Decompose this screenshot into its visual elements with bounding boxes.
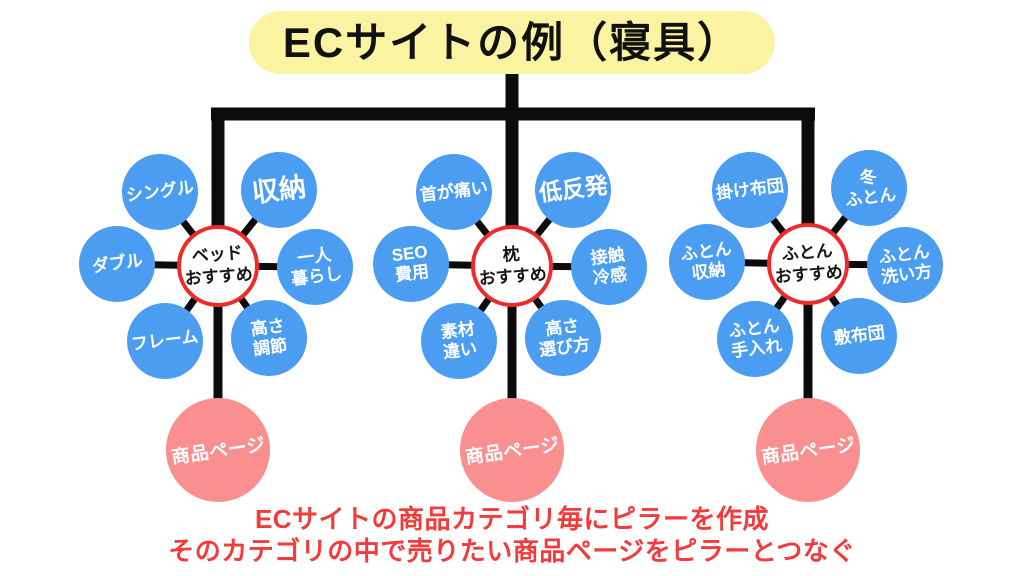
- product-page-node-bed: 商品ページ: [166, 398, 270, 502]
- topic-node-futon-r: ふとん洗い方: [867, 227, 943, 303]
- caption-line-2: そのカテゴリの中で売りたい商品ページをピラーとつなぐ: [168, 536, 856, 567]
- caption-line-1: ECサイトの商品カテゴリ毎にピラーを作成: [254, 504, 770, 534]
- caption: ECサイトの商品カテゴリ毎にピラーを作成 そのカテゴリの中で売りたい商品ページを…: [0, 503, 1024, 567]
- topic-node-bed-tl: シングル: [122, 154, 198, 230]
- topic-node-pillow-tr: 低反発: [535, 152, 611, 228]
- topic-node-bed-r: 一人暮らし: [277, 229, 353, 305]
- topic-node-bed-br: 高さ調節: [231, 300, 307, 376]
- topic-node-pillow-br: 高さ選び方: [525, 300, 601, 376]
- diagram-title: ECサイトの例（寝具）: [248, 11, 776, 74]
- topic-node-bed-bl: フレーム: [127, 303, 203, 379]
- topic-node-futon-bl: ふとん手入れ: [717, 301, 793, 377]
- product-page-node-pillow: 商品ページ: [460, 398, 564, 502]
- topic-node-pillow-tl: 首が痛い: [416, 154, 492, 230]
- pillar-center-node-futon: ふとんおすすめ: [767, 223, 849, 305]
- pillar-center-node-pillow: 枕おすすめ: [471, 225, 553, 307]
- topic-node-bed-l: ダブル: [79, 226, 155, 302]
- topic-node-futon-tr: 冬ふとん: [831, 150, 907, 226]
- topic-node-pillow-bl: 素材違い: [421, 303, 497, 379]
- product-page-node-futon: 商品ページ: [756, 398, 860, 502]
- topic-node-pillow-r: 接触冷感: [571, 229, 647, 305]
- topic-node-bed-tr: 収納: [241, 152, 317, 228]
- topic-node-futon-tl: 掛け布団: [712, 152, 788, 228]
- pillar-center-node-bed: ベッドおすすめ: [177, 225, 259, 307]
- topic-node-futon-l: ふとん収納: [669, 224, 745, 300]
- topic-node-futon-br: 敷布団: [821, 298, 897, 374]
